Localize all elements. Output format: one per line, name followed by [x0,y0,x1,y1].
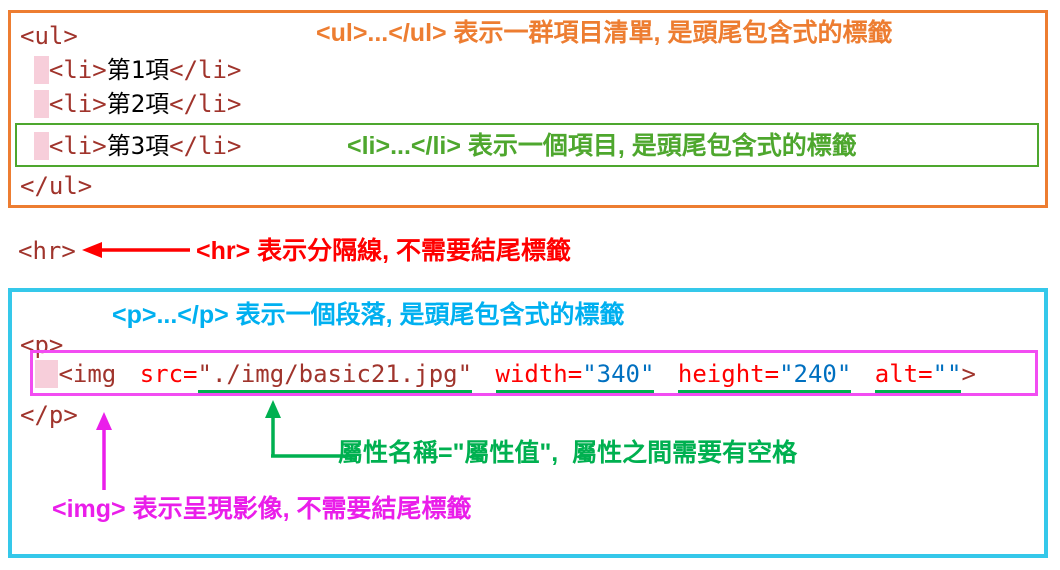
li-annotation: <li>...</li> 表示一個項目, 是頭尾包含式的標籤 [347,132,857,160]
code-line-li-2: <li>第2項</li> [20,89,241,119]
value-src: "./img/basic21.jpg" [197,360,473,393]
space [116,360,139,388]
img-open-tag: <img [58,360,117,388]
img-annotation: <img> 表示呈現影像, 不需要結尾標籤 [52,495,472,523]
code-hr: <hr> [18,237,76,265]
img-close-bracket: > [961,360,976,388]
value-width: "340" [582,360,655,388]
li-highlight-box: <li>...</li> 表示一個項目, 是頭尾包含式的標籤 [15,123,1039,167]
pair-height: height="240" [677,360,852,393]
li-text: 第2項 [106,90,170,118]
indent-highlight [34,90,49,118]
hr-annotation: <hr> 表示分隔線, 不需要結尾標籤 [196,237,572,265]
attribute-annotation: 屬性名稱="屬性值", 屬性之間需要有空格 [338,439,798,467]
indent-highlight [34,56,49,84]
code-ul-close: </ul> [20,172,93,200]
li-text: 第1項 [106,56,170,84]
code-line-li-3: <li>第3項</li> [20,131,241,161]
ul-code-box: <ul> <ul>...</ul> 表示一群項目清單, 是頭尾包含式的標籤 <l… [8,10,1048,208]
code-p-close: </p> [20,401,78,429]
indent-highlight [34,132,49,160]
attr-height: height= [677,360,780,388]
code-line-li-1: <li>第1項</li> [20,55,241,85]
attr-width: width= [495,360,583,388]
hr-left-arrow-icon [82,242,190,258]
code-ul-open: <ul> [20,22,78,50]
p-code-box: <p>...</p> 表示一個段落, 是頭尾包含式的標籤 <p> <img sr… [8,288,1048,558]
img-up-arrow-icon [96,412,112,490]
attr-src: src= [139,360,198,388]
code-p-open: <p> [20,331,64,359]
li-close-tag: </li> [169,56,242,84]
li-open-tag: <li> [48,56,107,84]
indent-space [20,56,34,84]
li-open-tag: <li> [48,90,107,118]
value-height: "240" [779,360,852,388]
space [472,360,495,388]
indent-space [20,132,34,160]
code-line-img: <img src="./img/basic21.jpg" width="340"… [35,359,976,393]
li-close-tag: </li> [169,132,242,160]
img-highlight-box: <img src="./img/basic21.jpg" width="340"… [30,350,1038,396]
p-annotation: <p>...</p> 表示一個段落, 是頭尾包含式的標籤 [112,301,625,329]
li-open-tag: <li> [48,132,107,160]
attr-elbow-arrow-icon [265,400,348,458]
indent-highlight [35,360,59,388]
ul-annotation: <ul>...</ul> 表示一群項目清單, 是頭尾包含式的標籤 [316,19,893,47]
li-close-tag: </li> [169,90,242,118]
indent-space [20,90,34,118]
value-alt: "" [932,360,962,388]
pair-width: width="340" [495,360,655,393]
space [851,360,874,388]
space [654,360,677,388]
attr-alt: alt= [874,360,933,388]
li-text: 第3項 [106,132,170,160]
pair-alt: alt="" [874,360,962,393]
